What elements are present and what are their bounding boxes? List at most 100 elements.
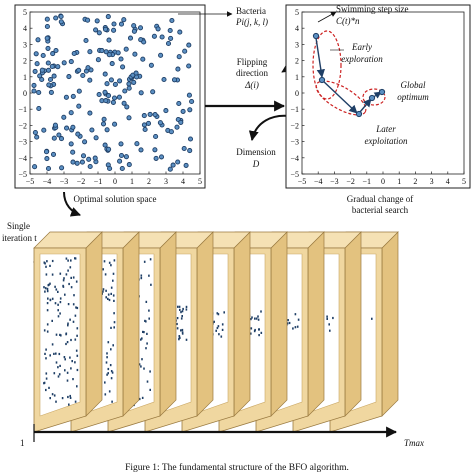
x-tick-label: −2 bbox=[346, 177, 355, 186]
bacterium-dot bbox=[107, 165, 113, 172]
frame-bacterium bbox=[74, 361, 76, 364]
frame-bacterium bbox=[64, 358, 66, 361]
frame-bacterium bbox=[67, 324, 69, 327]
frame-bacterium bbox=[143, 331, 145, 334]
frame-bacterium bbox=[51, 259, 54, 263]
bacterium-dot bbox=[68, 59, 74, 65]
frame-bacterium bbox=[140, 365, 142, 368]
y-tick-label: −4 bbox=[18, 154, 27, 163]
frame-bacterium bbox=[59, 272, 62, 275]
frame-bacterium bbox=[57, 303, 59, 306]
frame-bacterium bbox=[140, 338, 142, 341]
frame-bacterium bbox=[257, 318, 260, 321]
bacterium-dot bbox=[161, 76, 167, 83]
frame-bacterium bbox=[63, 277, 65, 280]
bacterium-dot bbox=[83, 37, 89, 44]
y-tick-label: 0 bbox=[23, 89, 27, 98]
frame-bacterium bbox=[105, 289, 107, 292]
bacterium-dot bbox=[89, 127, 95, 133]
frame-bacterium bbox=[105, 296, 107, 299]
frame-bacterium bbox=[113, 321, 116, 324]
x-tick-label: −4 bbox=[43, 177, 52, 186]
bacterium-dot bbox=[141, 122, 147, 128]
bacterium-dot bbox=[168, 35, 174, 41]
frame-bacterium bbox=[138, 397, 141, 401]
x-tick-label: −3 bbox=[60, 177, 69, 186]
frame-bacterium bbox=[143, 367, 145, 370]
frame-bacterium bbox=[43, 286, 45, 289]
frame-bacterium bbox=[65, 342, 67, 346]
bacterium-dot bbox=[32, 164, 38, 170]
frame-bacterium bbox=[216, 312, 219, 315]
frame-bacterium bbox=[178, 305, 181, 308]
frame-bacterium bbox=[46, 302, 49, 305]
bacterium-dot bbox=[51, 73, 57, 79]
frame-bacterium bbox=[294, 326, 297, 329]
frame-bacterium bbox=[110, 370, 113, 373]
bacterium-dot bbox=[167, 166, 173, 172]
frame-bacterium bbox=[329, 329, 331, 332]
bacterium-dot bbox=[105, 93, 112, 99]
frame-bacterium bbox=[148, 317, 150, 320]
frame-bacterium bbox=[105, 361, 108, 364]
frame-bacterium bbox=[102, 288, 105, 291]
frame-side bbox=[307, 231, 325, 417]
frame-bacterium bbox=[109, 364, 112, 367]
frame-bacterium bbox=[46, 260, 48, 263]
frame-bacterium bbox=[74, 314, 77, 317]
frame-bacterium bbox=[65, 257, 68, 260]
y-tick-label: −1 bbox=[290, 105, 299, 114]
frame-bacterium bbox=[292, 327, 294, 330]
frame-bacterium bbox=[110, 326, 112, 329]
bacterium-dot bbox=[33, 51, 39, 57]
bacterium-dot bbox=[66, 74, 72, 80]
bacterium-dot bbox=[58, 136, 65, 142]
bacterium-dot bbox=[44, 156, 50, 162]
frame-bacterium bbox=[74, 257, 77, 260]
y-tick-label: 2 bbox=[295, 57, 299, 66]
frame-side bbox=[196, 231, 214, 417]
bacterium-dot bbox=[118, 21, 125, 27]
bacterium-dot bbox=[106, 37, 112, 43]
frame-bacterium bbox=[59, 301, 62, 304]
bacterium-dot bbox=[106, 146, 112, 152]
bacterium-dot bbox=[102, 26, 109, 32]
frame-bacterium bbox=[49, 397, 51, 400]
frame-bacterium bbox=[59, 297, 62, 300]
frame-bacterium bbox=[107, 372, 109, 375]
y-tick-label: 4 bbox=[23, 24, 27, 33]
frame-bacterium bbox=[48, 386, 50, 389]
frame-bacterium bbox=[145, 300, 148, 303]
global-label-2: optimum bbox=[397, 92, 429, 102]
x-tick-label: −5 bbox=[26, 177, 35, 186]
frame-bacterium bbox=[107, 341, 110, 344]
bacterium-dot bbox=[169, 17, 175, 24]
bacterium-dot bbox=[101, 116, 107, 122]
bacterium-dot bbox=[111, 95, 118, 101]
bacterium-dot bbox=[35, 37, 41, 43]
bacterium-dot bbox=[111, 27, 117, 33]
bacterium-dot bbox=[50, 51, 56, 57]
bacterium-dot bbox=[74, 160, 80, 166]
frame-bacterium bbox=[49, 264, 51, 267]
frame-bacterium bbox=[288, 321, 291, 325]
frame-bacterium bbox=[51, 343, 54, 346]
search-step-2 bbox=[321, 79, 358, 114]
bacterium-dot bbox=[105, 14, 111, 20]
bacterium-optimum bbox=[378, 88, 386, 96]
bacterium-dot bbox=[75, 131, 81, 137]
frame-bacterium bbox=[57, 309, 59, 312]
frame-side bbox=[381, 231, 399, 417]
frame-bacterium bbox=[328, 323, 330, 326]
frame-bacterium bbox=[49, 282, 51, 285]
frame-bacterium bbox=[63, 356, 66, 359]
bacterium-dot bbox=[45, 165, 52, 172]
frame-bacterium bbox=[57, 290, 59, 293]
frame-bacterium bbox=[112, 279, 114, 282]
y-tick-label: −4 bbox=[290, 154, 299, 163]
bacterium-dot bbox=[123, 154, 129, 160]
frame-bacterium bbox=[67, 269, 69, 272]
bacterium-dot bbox=[86, 156, 92, 162]
